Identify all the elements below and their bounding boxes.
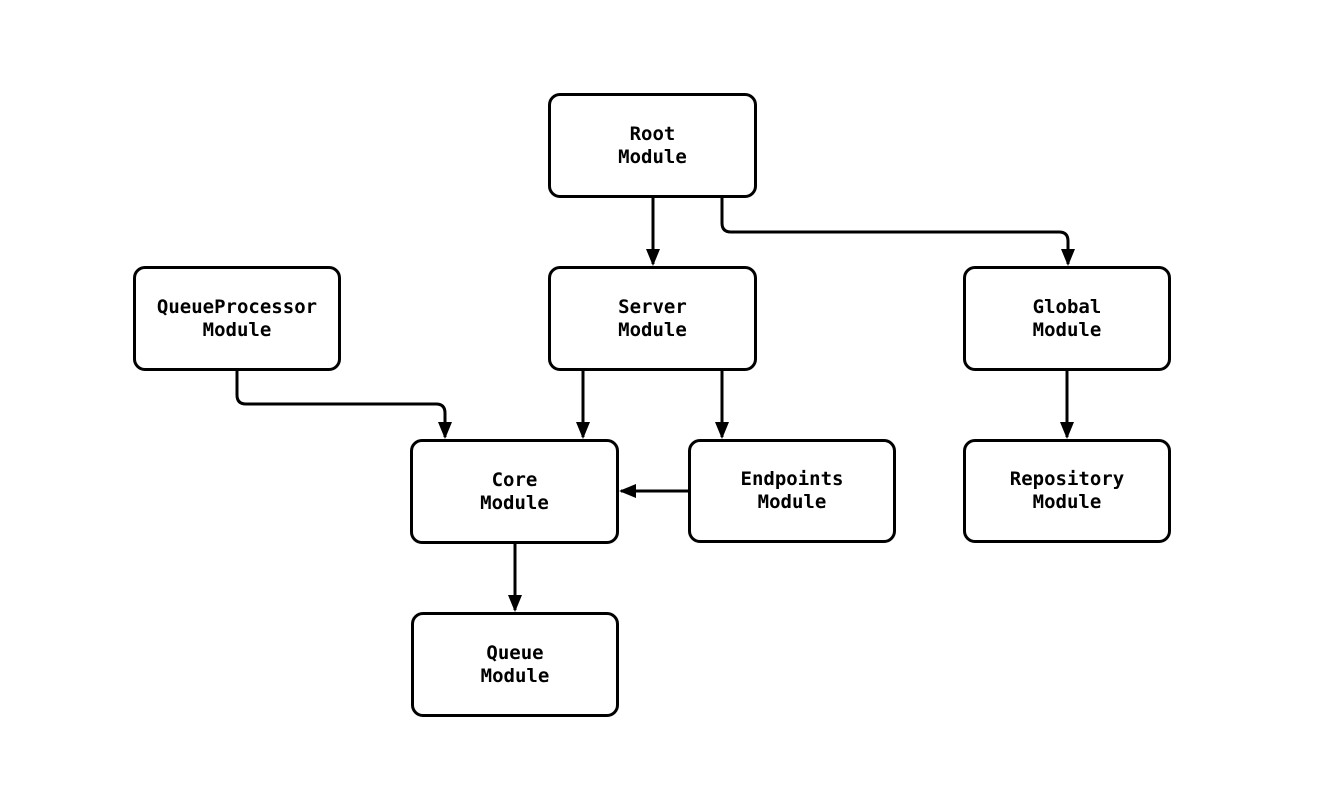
node-server-module: Server Module [548,266,757,371]
node-queue-module: Queue Module [411,612,619,717]
edge-root-to-global [720,198,1075,266]
node-label-queue: Queue Module [480,641,550,687]
node-core-module: Core Module [410,439,619,544]
node-label-core: Core Module [480,468,549,514]
node-repository-module: Repository Module [963,439,1171,543]
node-label-endpoints: Endpoints Module [740,468,844,513]
node-label-queueprocessor: QueueProcessor Module [156,295,318,341]
node-endpoints-module: Endpoints Module [688,439,896,543]
node-global-module: Global Module [963,266,1171,371]
node-label-root: Root Module [618,122,687,168]
node-queueprocessor-module: QueueProcessor Module [133,266,341,371]
node-label-repository: Repository Module [1009,468,1125,513]
node-label-server: Server Module [618,295,687,341]
node-label-global: Global Module [1032,295,1102,341]
edge-queueprocessor-to-core [235,371,452,439]
node-root-module: Root Module [548,93,757,198]
